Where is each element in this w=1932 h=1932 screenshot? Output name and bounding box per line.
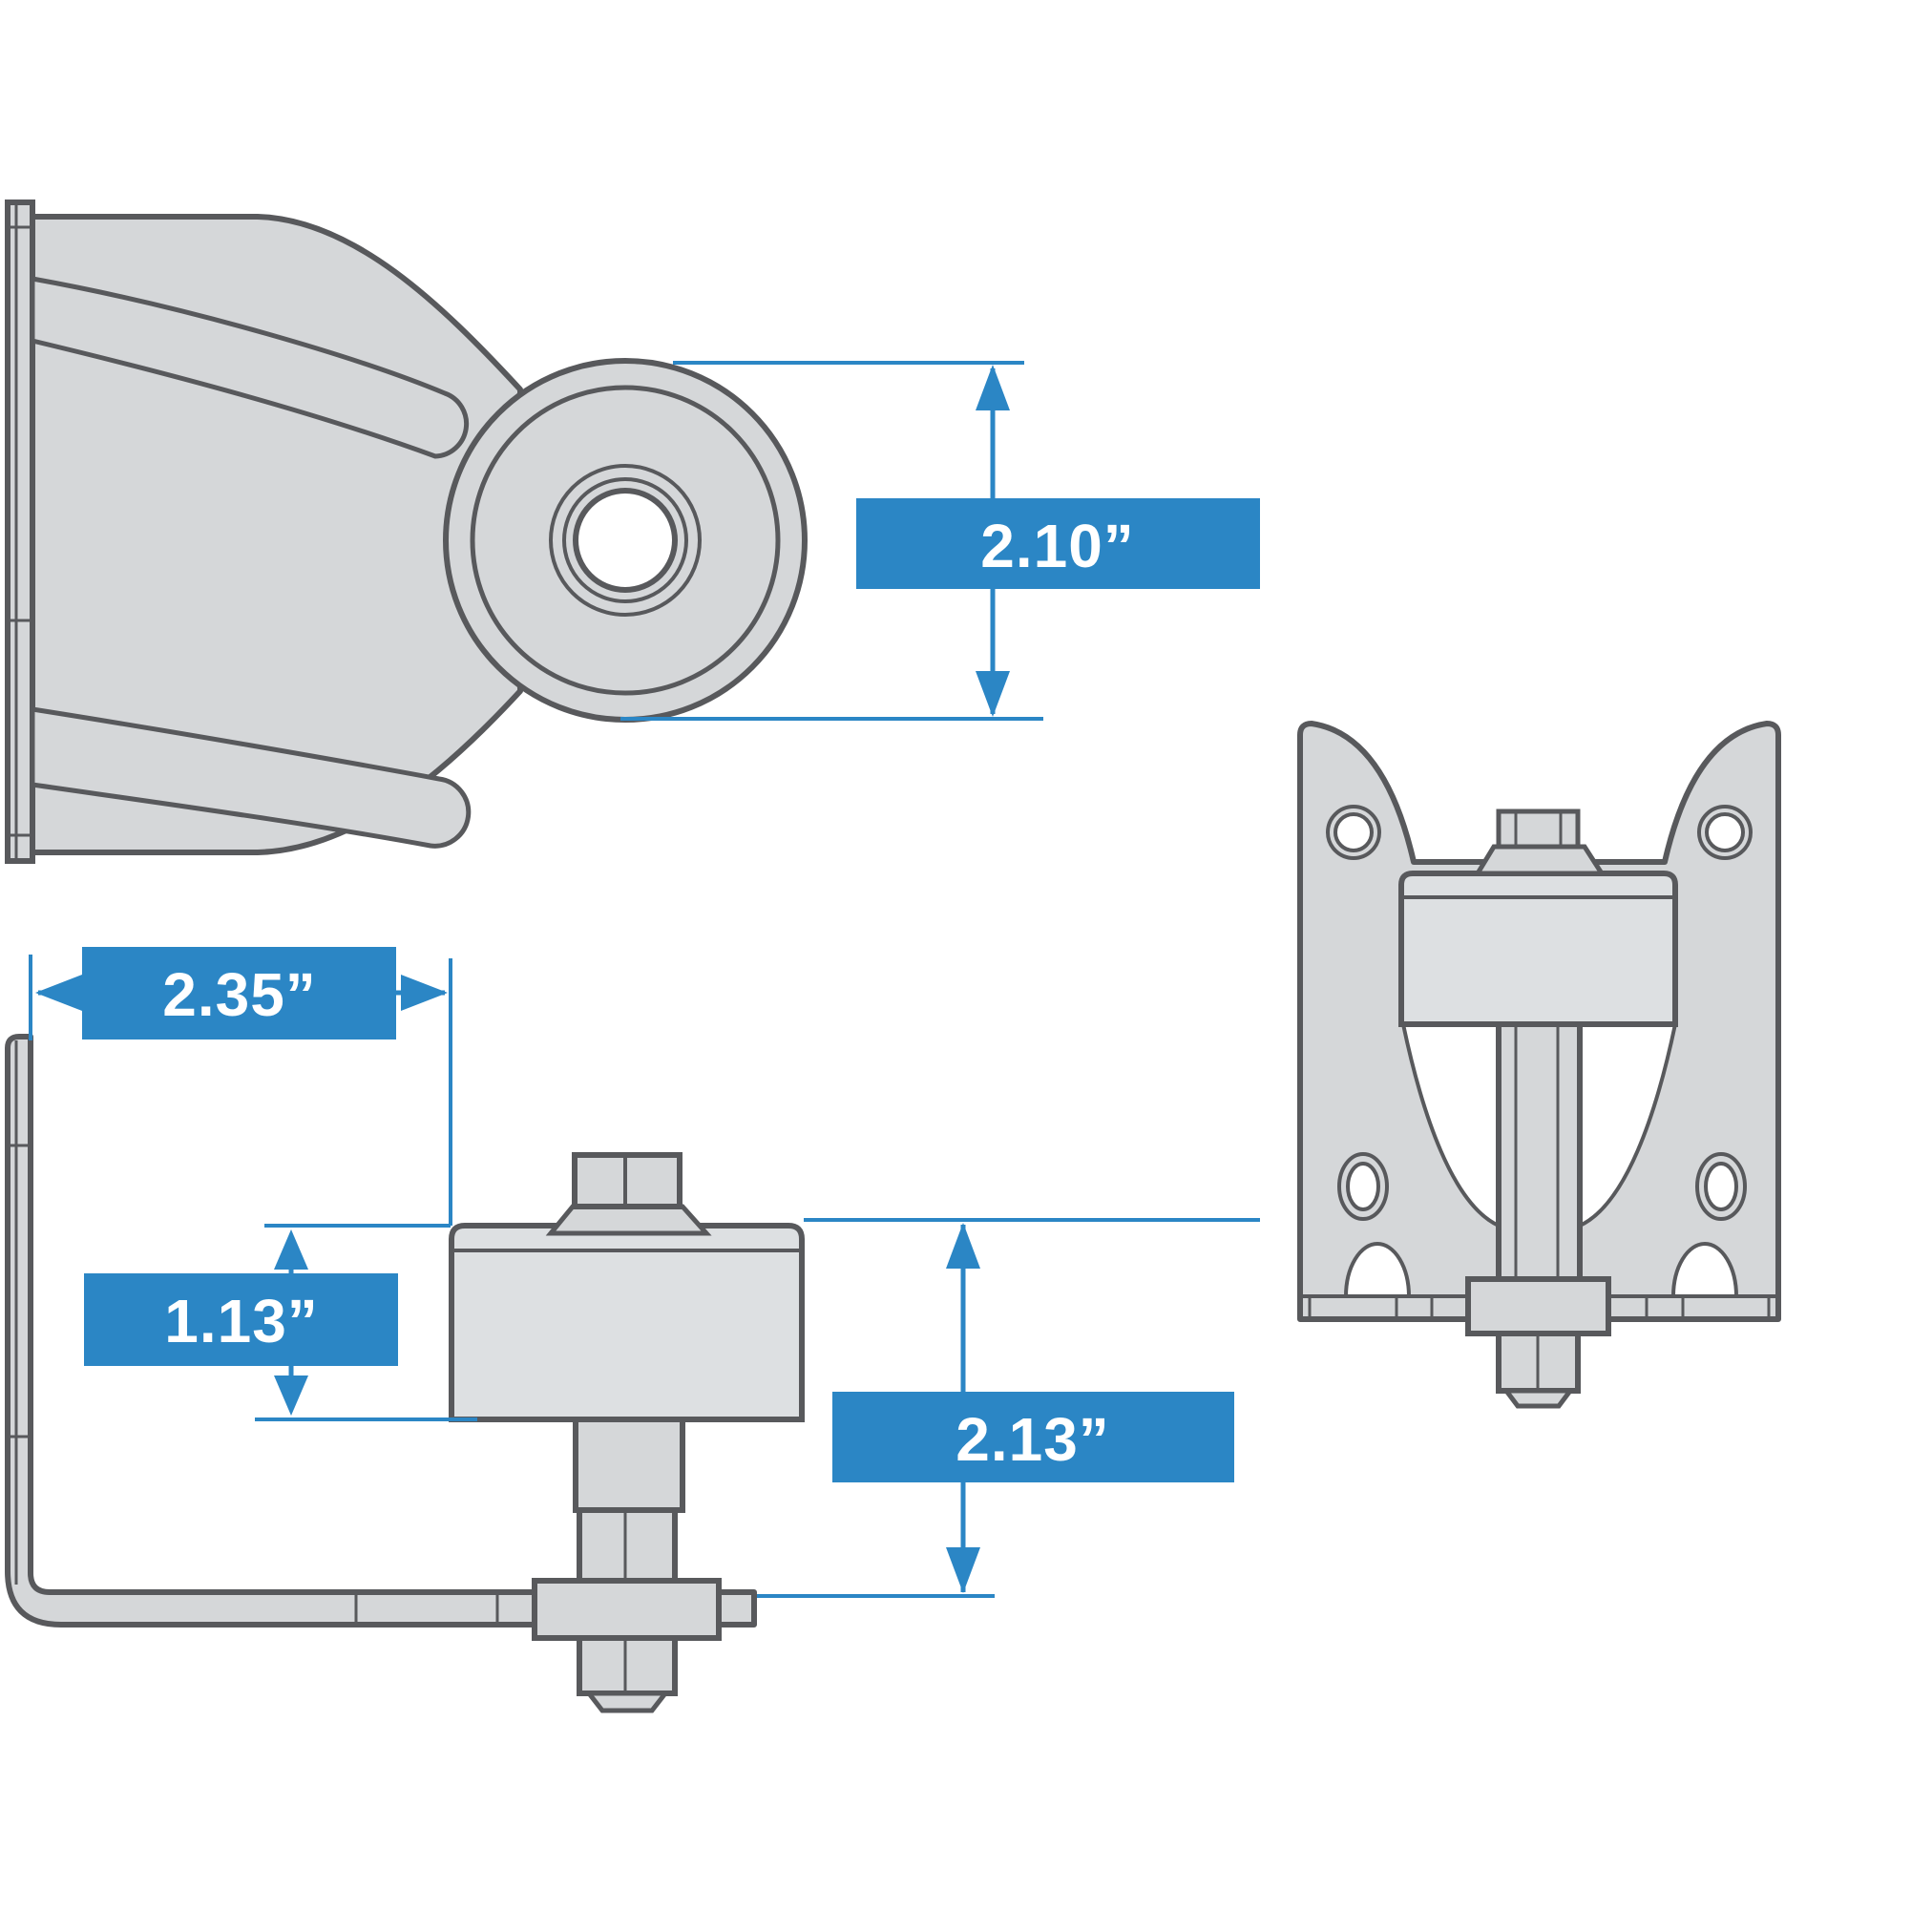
lower-rib: [30, 706, 472, 849]
bushing-barrel: [449, 1223, 805, 1422]
oval-hole-ring: [1337, 1152, 1389, 1221]
arrow-up-icon: [274, 1229, 308, 1270]
nut-chamfer: [1502, 1388, 1575, 1409]
pin-stem: [1496, 1021, 1583, 1282]
oval-hole-ring: [1695, 1152, 1747, 1221]
dimension-label-box: [832, 1392, 1234, 1482]
dimension-label: 2.10”: [980, 512, 1135, 580]
dimension-mount-offset: 2.35”: [29, 947, 452, 1226]
pivot-bore: [573, 488, 678, 593]
arrow-up-icon: [946, 1223, 980, 1269]
dimension-label-box: [82, 947, 396, 1040]
arrow-right-icon: [401, 975, 448, 1011]
dimension-label-box: [856, 498, 1260, 589]
oval-hole: [1346, 1162, 1380, 1211]
hub-ring: [470, 385, 781, 696]
clearance-cutout-right: [1578, 1022, 1678, 1229]
bushing-barrel-front: [1398, 871, 1678, 1027]
arch-cutout: [1670, 1242, 1739, 1298]
pin-stem-lower: [577, 1507, 678, 1587]
dimension-label-box: [84, 1273, 398, 1366]
arrow-down-icon: [976, 671, 1010, 717]
dimension-label: 1.13”: [164, 1287, 319, 1355]
dimension-label: 2.35”: [162, 960, 317, 1029]
nut-chamfer: [583, 1690, 671, 1713]
side-view: [5, 1034, 805, 1713]
dimension-pin-height: 2.13”: [757, 1218, 1260, 1598]
dimension-label: 2.13”: [956, 1405, 1110, 1474]
l-bracket: [5, 1034, 757, 1628]
dimension-barrel-height: 1.13”: [84, 1224, 477, 1421]
boss-ring-inner: [562, 477, 688, 603]
oval-hole: [1704, 1162, 1738, 1211]
boss-ring-outer: [549, 464, 702, 617]
dimension-hub-height: 2.10”: [620, 361, 1260, 721]
screw-hole-ring: [1326, 805, 1381, 860]
arrow-left-icon: [35, 975, 82, 1011]
front-view: [1297, 721, 1781, 1409]
washer: [532, 1578, 722, 1641]
screw-hole: [1334, 812, 1374, 852]
bolt-flange: [1473, 844, 1606, 876]
top-view: [5, 200, 808, 864]
clearance-cutout-left: [1400, 1022, 1501, 1229]
arrow-down-icon: [274, 1376, 308, 1416]
bolt-head: [1496, 808, 1581, 850]
screw-hole-ring: [1697, 805, 1753, 860]
arrow-up-icon: [976, 365, 1010, 410]
arrow-down-icon: [946, 1547, 980, 1593]
screw-hole: [1705, 812, 1745, 852]
arch-cutout: [1343, 1242, 1412, 1298]
nut: [577, 1635, 678, 1696]
pin-stem-upper: [573, 1417, 685, 1513]
wall-plate: [5, 200, 35, 864]
washer: [1465, 1276, 1611, 1336]
bolt-flange: [545, 1204, 712, 1236]
upper-rib: [30, 276, 470, 459]
